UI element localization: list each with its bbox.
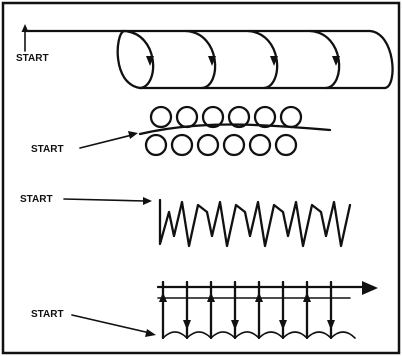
row1-loop-arrow-icon: [146, 56, 154, 66]
row4-stroke-arrow-icon: [207, 292, 215, 302]
row3-start-label: START: [20, 194, 53, 205]
row1-start-label: START: [16, 53, 49, 64]
row2-lower-circle: [196, 133, 220, 157]
row2-lower-circle: [222, 133, 246, 157]
row2-upper-circle: [227, 105, 251, 129]
row2-upper-circle: [175, 105, 199, 129]
row2-start-arrow-icon: [128, 131, 138, 139]
row2-lower-circle: [144, 133, 168, 157]
row2-upper-circle: [149, 105, 173, 129]
row4-arc: [162, 331, 188, 339]
row4-stroke-arrow-icon: [255, 292, 263, 302]
row2-lower-circle: [274, 133, 298, 157]
row4-stroke-arrow-icon: [303, 292, 311, 302]
row2-pattern: START: [31, 105, 332, 157]
row4-end-arrow-icon: [362, 281, 378, 295]
row4-arc: [186, 331, 212, 339]
row1-pattern: START: [16, 24, 394, 90]
row1-loop-arrow-icon: [208, 56, 216, 66]
row4-pattern: START: [31, 280, 378, 340]
row4-arc: [282, 331, 308, 339]
row2-start-label: START: [31, 144, 64, 155]
row2-lower-circle: [248, 133, 272, 157]
row4-arc: [258, 331, 284, 339]
row4-arc: [306, 331, 332, 339]
row4-arc: [234, 331, 260, 339]
row2-upper-circle: [279, 105, 303, 129]
row4-stroke-arrow-icon: [231, 320, 239, 330]
row3-pattern: START: [20, 194, 352, 248]
row1-loop-arrow-icon: [332, 56, 340, 66]
row4-arc: [210, 331, 236, 339]
row4-stroke-arrow-icon: [183, 320, 191, 330]
row4-arc: [330, 331, 356, 339]
row4-start-label: START: [31, 309, 64, 320]
row1-loop-arrow-icon: [270, 56, 278, 66]
row2-connector: [138, 123, 332, 136]
row4-start-arrow-icon: [145, 329, 156, 337]
row3-zigzag-line: [158, 198, 352, 248]
row2-upper-circle: [253, 105, 277, 129]
row4-stroke-arrow-icon: [327, 320, 335, 330]
row4-stroke-arrow-icon: [159, 292, 167, 302]
row3-start-arrow-icon: [143, 197, 152, 205]
row4-stroke-arrow-icon: [279, 320, 287, 330]
row2-lower-circle: [170, 133, 194, 157]
row2-upper-circle: [201, 105, 225, 129]
